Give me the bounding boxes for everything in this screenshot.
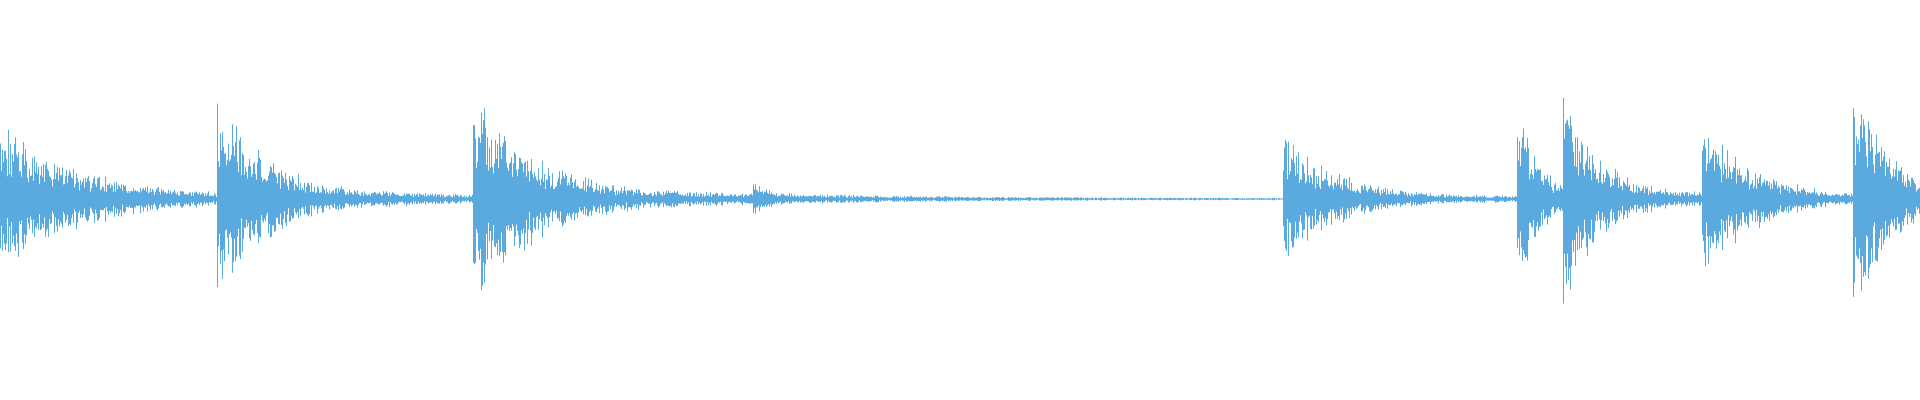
waveform-path <box>0 97 1920 304</box>
